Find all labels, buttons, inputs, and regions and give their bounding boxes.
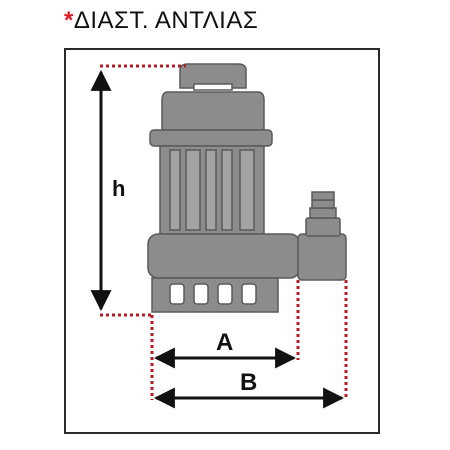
- pump-rib-5: [239, 149, 255, 231]
- pump-base-opening-1: [169, 283, 185, 305]
- b-label: B: [240, 369, 257, 396]
- pump-rib-1: [169, 149, 181, 231]
- pump-handle-slot: [193, 83, 233, 91]
- title-text: ΔΙΑΣΤ. ΑΝΤΛΙΑΣ: [73, 7, 259, 34]
- pump-outlet-body: [297, 233, 347, 281]
- pump-base-opening-3: [217, 283, 233, 305]
- a-label: A: [216, 329, 233, 356]
- diagram-frame: [64, 48, 380, 434]
- pump-rib-4: [221, 149, 233, 231]
- pump-outlet-connector-ring-3: [311, 191, 335, 201]
- dimension-arrows: [90, 69, 345, 409]
- pump-base-opening-4: [241, 283, 257, 305]
- asterisk-marker: *: [64, 7, 74, 34]
- pump-handle: [179, 63, 247, 89]
- pump-outlet-connector-base: [305, 217, 341, 237]
- pump-base-opening-2: [193, 283, 209, 305]
- pump-volute: [147, 233, 301, 279]
- pump-rib-2: [185, 149, 201, 231]
- pump-upper-housing: [161, 91, 265, 131]
- pump-outlet-connector-ring-2: [311, 199, 335, 209]
- figure-title: *ΔΙΑΣΤ. ΑΝΤΛΙΑΣ: [64, 6, 258, 36]
- pump-outlet-connector-ring-1: [309, 207, 337, 219]
- pump-rib-3: [205, 149, 217, 231]
- h-label: h: [112, 176, 125, 201]
- dimension-extension-lines: [100, 64, 348, 400]
- pump-illustration: [147, 63, 347, 313]
- pump-cap-rim: [149, 129, 273, 147]
